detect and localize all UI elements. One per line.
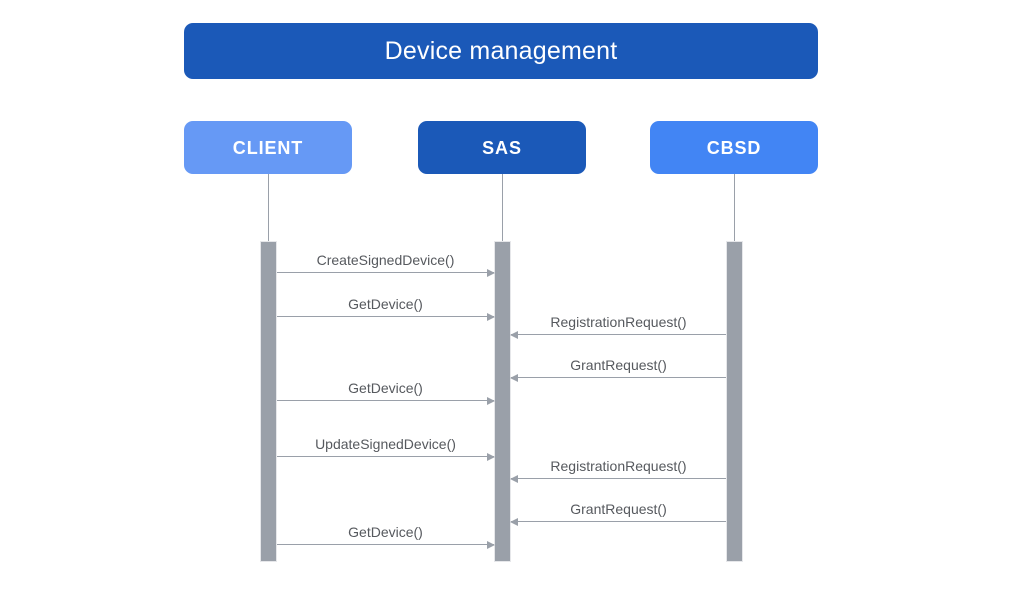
message-registration-request-1: RegistrationRequest() (510, 315, 726, 339)
message-create-signed-device: CreateSignedDevice() (277, 253, 495, 277)
diagram-title-text: Device management (384, 36, 618, 65)
arrowhead-right-icon (487, 268, 495, 277)
message-get-device-2: GetDevice() (277, 381, 495, 405)
arrowhead-left-icon (510, 474, 518, 483)
arrowhead-right-icon (487, 540, 495, 549)
lifeline-cbsd (734, 174, 735, 241)
arrowhead-left-icon (510, 330, 518, 339)
arrowhead-left-icon (510, 517, 518, 526)
arrowhead-left-icon (510, 373, 518, 382)
message-label: RegistrationRequest() (550, 314, 687, 330)
message-label: RegistrationRequest() (550, 458, 687, 474)
message-grant-request-1: GrantRequest() (510, 358, 726, 382)
message-get-device-3: GetDevice() (277, 525, 495, 549)
message-registration-request-2: RegistrationRequest() (510, 459, 726, 483)
participant-label-client: CLIENT (232, 137, 304, 158)
arrowhead-right-icon (487, 452, 495, 461)
message-label: GetDevice() (348, 380, 423, 396)
participant-label-sas: SAS (482, 137, 522, 158)
message-label: GrantRequest() (570, 501, 667, 517)
activation-bar-cbsd (726, 241, 743, 562)
message-label: GetDevice() (348, 296, 423, 312)
message-label: GrantRequest() (570, 357, 667, 373)
message-line (277, 400, 494, 401)
message-label: CreateSignedDevice() (316, 252, 455, 268)
message-line (511, 478, 726, 479)
message-line (511, 521, 726, 522)
message-grant-request-2: GrantRequest() (510, 502, 726, 526)
arrowhead-right-icon (487, 396, 495, 405)
message-update-signed-device: UpdateSignedDevice() (277, 437, 495, 461)
message-get-device-1: GetDevice() (277, 297, 495, 321)
lifeline-client (268, 174, 269, 241)
message-label: GetDevice() (348, 524, 423, 540)
diagram-title-banner: Device management (184, 23, 818, 79)
participant-label-cbsd: CBSD (706, 137, 762, 158)
activation-bar-client (260, 241, 277, 562)
participant-box-client[interactable]: CLIENT (184, 121, 352, 174)
message-line (277, 456, 494, 457)
participant-box-sas[interactable]: SAS (418, 121, 586, 174)
activation-bar-sas (494, 241, 511, 562)
message-line (511, 334, 726, 335)
participant-box-cbsd[interactable]: CBSD (650, 121, 818, 174)
message-line (277, 316, 494, 317)
message-line (277, 272, 494, 273)
message-line (511, 377, 726, 378)
message-label: UpdateSignedDevice() (315, 436, 456, 452)
message-line (277, 544, 494, 545)
arrowhead-right-icon (487, 312, 495, 321)
lifeline-sas (502, 174, 503, 241)
